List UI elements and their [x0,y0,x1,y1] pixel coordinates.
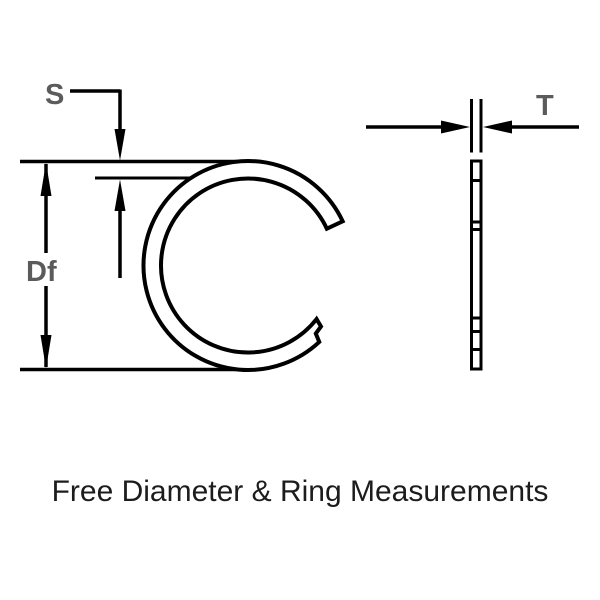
free-diameter-label: Df [26,256,57,288]
ring-side-view [470,159,483,371]
side-view-body [470,159,483,371]
df-arrow-up-icon [40,162,52,196]
s-dimension [70,89,122,278]
diagram-caption: Free Diameter & Ring Measurements [52,475,549,508]
thickness-label: T [536,90,554,122]
retaining-ring-front-view [141,159,346,372]
arrowheads [40,120,512,369]
df-label-halo [24,253,64,286]
t-arrow-right-icon [441,120,470,134]
t-dimension [366,99,579,153]
t-arrow-left-icon [483,120,512,134]
s-arrow-up-icon [114,179,126,211]
gap-width-label: S [45,79,64,111]
s-arrow-down-icon [114,129,126,161]
df-arrow-down-icon [40,335,52,369]
labels: S Df T Free Diameter & Ring Measurements [26,79,554,508]
line-work [20,89,579,372]
